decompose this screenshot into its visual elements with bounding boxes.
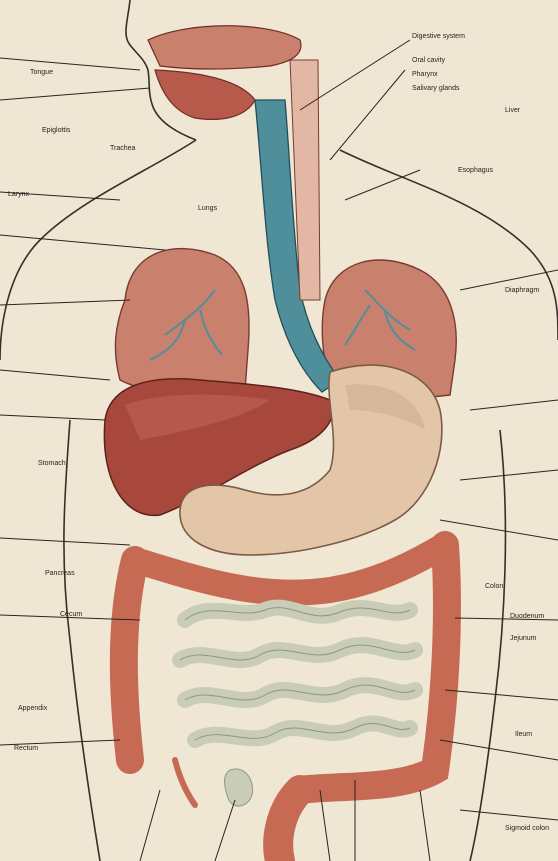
label-right-6: Colon: [485, 583, 503, 590]
label-top-3: Pharynx: [412, 71, 438, 78]
label-bottom-5: Sigmoid colon: [505, 825, 549, 832]
label-left-1: Tongue: [30, 69, 53, 76]
label-right-8: Jejunum: [510, 635, 537, 642]
left-torso-outline: [64, 420, 100, 861]
label-left-2: Epiglottis: [42, 127, 71, 134]
cecum: [225, 769, 253, 806]
label-bottom-4: Ileum: [515, 731, 532, 738]
appendix: [175, 760, 195, 805]
small-intestine: [180, 608, 415, 740]
label-right-3: Liver: [505, 107, 521, 114]
label-bottom-2: Appendix: [18, 705, 48, 712]
right-torso-outline: [470, 430, 505, 861]
label-mid-1: Lungs: [198, 205, 218, 212]
label-right-1: Esophagus: [458, 167, 494, 174]
rectum: [278, 790, 300, 861]
label-top-2: Oral cavity: [412, 57, 446, 64]
label-right-2: Diaphragm: [505, 287, 539, 294]
oral-cavity: [155, 70, 255, 119]
label-bottom-1: Cecum: [60, 611, 82, 618]
nasal-cavity: [148, 26, 301, 69]
ascending-colon: [124, 560, 135, 760]
label-right-7: Duodenum: [510, 613, 544, 620]
label-left-3: Trachea: [110, 145, 136, 152]
label-right-4: Stomach: [38, 460, 66, 467]
label-left-4: Larynx: [8, 191, 30, 198]
label-bottom-3: Rectum: [14, 745, 38, 752]
label-right-5: Pancreas: [45, 570, 75, 577]
label-top-1: Digestive system: [412, 33, 465, 40]
label-top-4: Salivary glands: [412, 85, 460, 92]
